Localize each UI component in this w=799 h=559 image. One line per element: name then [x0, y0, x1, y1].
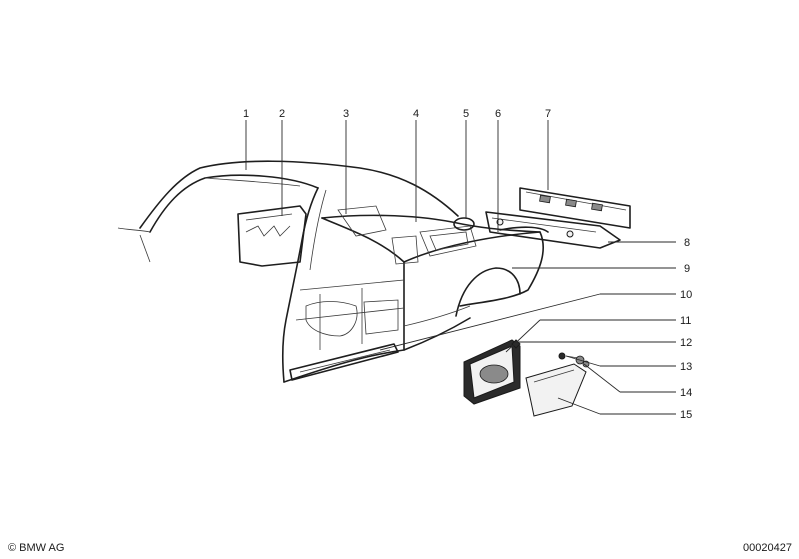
callout-10: 10: [680, 289, 692, 301]
callout-4: 4: [413, 108, 419, 120]
lower-rear-member-part: [485, 211, 621, 249]
rear-deck: [321, 214, 541, 233]
rocker-rail: [289, 343, 399, 381]
quarter-panel: [403, 231, 544, 307]
a-pillar: [281, 187, 319, 383]
roof-outline: [139, 160, 459, 229]
callout-12: 12: [680, 337, 692, 349]
copyright-label: © BMW AG: [8, 542, 64, 554]
callout-8: 8: [684, 237, 690, 249]
callout-2: 2: [279, 108, 285, 120]
diagram-code: 00020427: [743, 542, 792, 554]
leader-lines: [245, 120, 676, 415]
callout-1: 1: [243, 108, 249, 120]
parcel-shelf: [321, 217, 405, 263]
filler-cap: [453, 217, 475, 231]
callout-14: 14: [680, 387, 692, 399]
callout-6: 6: [495, 108, 501, 120]
callout-9: 9: [684, 263, 690, 275]
callout-11: 11: [680, 315, 691, 327]
cover-plate-part: [525, 363, 587, 417]
floor-pan: [283, 349, 405, 383]
callout-5: 5: [463, 108, 469, 120]
car-body-illustration: [117, 160, 549, 383]
side-window: [237, 205, 307, 267]
windshield-frame: [149, 174, 319, 233]
lamp-housing-part: [463, 339, 521, 405]
callout-numbers: 1 2 3 4 5 6 7 8 9 10 11 12 13 14 15: [243, 108, 692, 421]
callout-13: 13: [680, 361, 692, 373]
rear-wheel-arch: [455, 267, 521, 317]
callout-7: 7: [545, 108, 551, 120]
callout-15: 15: [680, 409, 692, 421]
rear-rail-part: [519, 187, 631, 229]
callout-3: 3: [343, 108, 349, 120]
